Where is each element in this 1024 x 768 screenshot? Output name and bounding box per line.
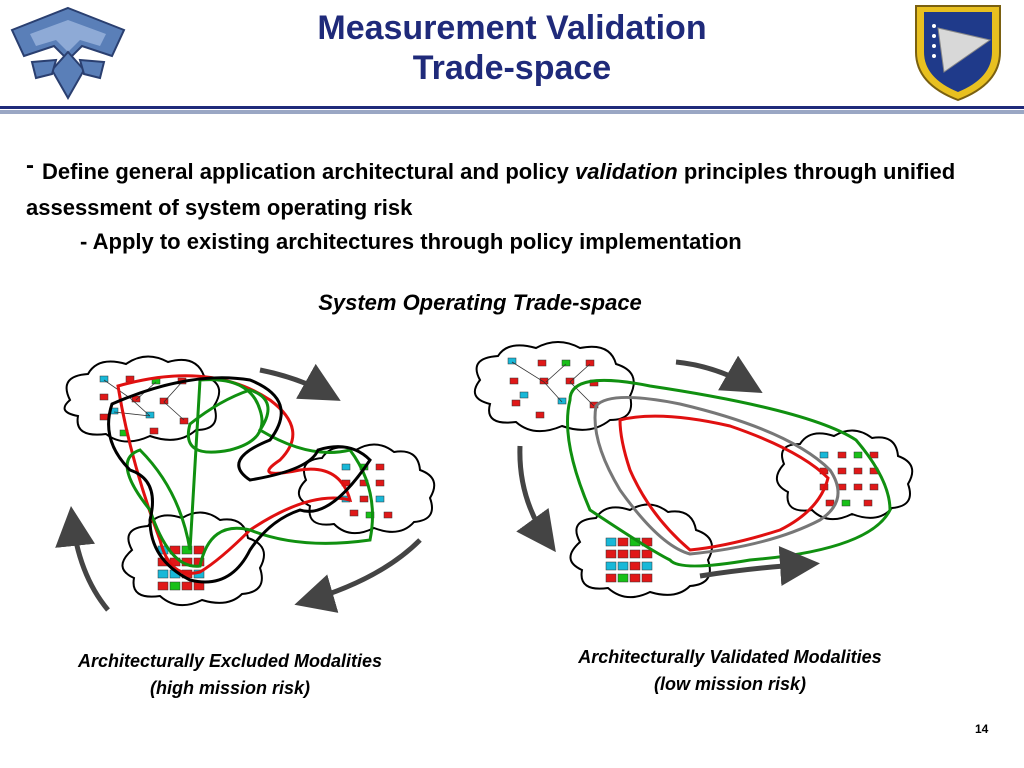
caption-validated: Architecturally Validated Modalities (lo… [520,644,940,698]
bullet-dash: - [26,152,34,179]
caption-validated-line2: (low mission risk) [653,674,807,694]
cloud-bottom-left [121,511,265,607]
air-force-logo [8,2,128,102]
arrow-left-up [55,506,110,612]
path-black [107,376,372,584]
header-rule [0,106,1024,109]
trade-space-diagram [50,340,930,640]
caption-validated-line1: Architecturally Validated Modalities [578,647,882,667]
path-green-outer [566,378,892,568]
title-line-1: Measurement Validation [317,9,707,47]
title-line-2: Trade-space [412,49,612,87]
arrow-bottom-right [699,546,820,586]
arrow-top-right [675,355,763,394]
diagram-title: System Operating Trade-space [318,290,642,315]
validated-modalities-diagram [473,341,914,599]
cloud-top-right [473,341,635,433]
header-rule-shadow [0,110,1024,114]
slide-title: Measurement Validation Trade-space [200,8,824,88]
excluded-modalities-diagram [55,355,436,613]
path-gray-middle [593,396,840,556]
arrow-left-down [516,445,556,553]
caption-excluded-line2: (high mission risk) [149,678,311,698]
path-red [116,374,353,575]
sub-bullet: - Apply to existing architectures throug… [80,229,742,254]
main-bullet: -Define general application architectura… [26,152,1022,226]
bullet-text-1: Define general application architectural… [42,159,576,184]
arrow-top [259,363,341,401]
path-red-inner [618,414,830,552]
caption-excluded: Architecturally Excluded Modalities (hig… [20,648,440,702]
page-number: 14 [975,722,989,736]
bullet-text-2: principles through unified assessment of… [26,159,956,220]
afrl-shield-logo [908,0,1008,104]
bullet-text-italic: validation [575,159,678,184]
arrow-right-down [294,538,422,613]
path-green [125,378,374,568]
caption-excluded-line1: Architecturally Excluded Modalities [77,651,383,671]
